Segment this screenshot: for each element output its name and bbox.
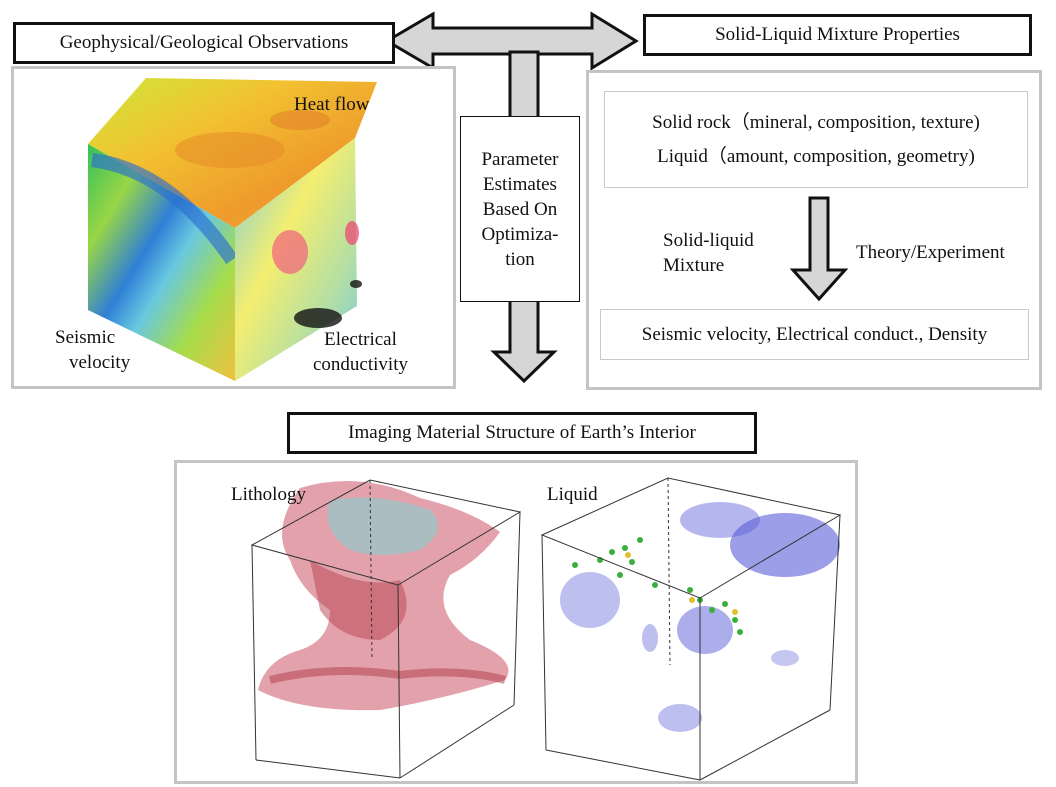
observations-title: Geophysical/Geological Observations: [59, 32, 349, 53]
label-electrical-conductivity: Electrical conductivity: [313, 329, 408, 375]
solid-liquid-composition-box: Solid rock（mineral, composition, texture…: [604, 91, 1028, 188]
label-theory-experiment: Theory/Experiment: [856, 242, 1005, 263]
mixture-result-box: Seismic velocity, Electrical conduct., D…: [600, 309, 1029, 360]
mixture-result-text: Seismic velocity, Electrical conduct., D…: [641, 323, 988, 345]
mixture-title-box: Solid-Liquid Mixture Properties: [643, 14, 1032, 56]
imaging-title-box: Imaging Material Structure of Earth’s In…: [287, 412, 757, 454]
imaging-title: Imaging Material Structure of Earth’s In…: [348, 422, 696, 443]
observations-title-box: Geophysical/Geological Observations: [13, 22, 395, 64]
label-heat-flow: Heat flow: [294, 94, 370, 115]
mixture-title: Solid-Liquid Mixture Properties: [715, 24, 960, 45]
label-lithology: Lithology: [231, 484, 306, 505]
optimization-box: Parameter Estimates Based On Optimiza- t…: [460, 116, 580, 302]
label-liquid: Liquid: [547, 484, 598, 505]
label-solid-liquid-mixture: Solid-liquid Mixture: [663, 230, 754, 276]
liquid-text: Liquid（amount, composition, geometry): [657, 145, 975, 167]
solid-rock-text: Solid rock（mineral, composition, texture…: [652, 111, 980, 133]
label-seismic-velocity: Seismic velocity: [55, 327, 131, 373]
